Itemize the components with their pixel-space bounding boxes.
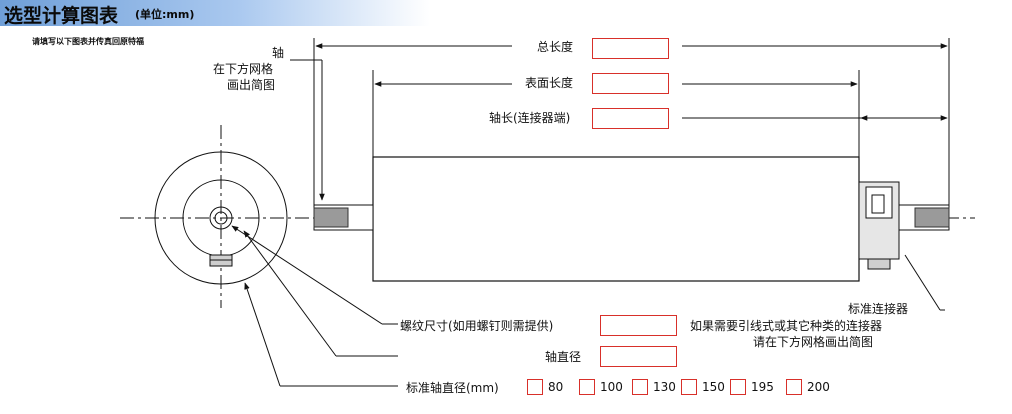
connector-label: 标准连接器 (848, 302, 909, 316)
diameter-195-label: 195 (751, 380, 774, 394)
face-length-label: 表面长度 (525, 76, 574, 90)
diameter-200-checkbox[interactable] (786, 379, 802, 395)
total-length-field[interactable] (592, 38, 669, 59)
diameter-100-checkbox[interactable] (579, 379, 595, 395)
shaft-diameter-label: 轴直径 (545, 350, 582, 364)
connector-note-line-2: 请在下方网格画出简图 (753, 335, 874, 349)
roller-body (372, 156, 860, 282)
diameter-200-label: 200 (807, 380, 830, 394)
diameter-130-label: 130 (653, 380, 676, 394)
instruction-text: 请填写以下图表并传真回原特福 (32, 37, 144, 46)
right-thread (914, 207, 950, 228)
left-thread (313, 207, 349, 228)
end-view-outer-circle (154, 151, 288, 285)
end-view-bore-circle (214, 211, 228, 225)
diameter-80-checkbox[interactable] (527, 379, 543, 395)
diameter-195-checkbox[interactable] (730, 379, 746, 395)
face-length-field[interactable] (592, 73, 669, 94)
title-bar: 选型计算图表 (单位:mm) (0, 0, 430, 27)
page-title: 选型计算图表 (4, 5, 119, 27)
diameter-150-label: 150 (702, 380, 725, 394)
connector-note-line-1: 如果需要引线式或其它种类的连接器 (690, 319, 883, 333)
total-length-label: 总长度 (537, 40, 574, 54)
shaft-note-title: 轴 (272, 46, 285, 60)
thread-size-field[interactable] (600, 315, 677, 336)
shaft-length-field[interactable] (592, 108, 669, 129)
diameter-150-checkbox[interactable] (681, 379, 697, 395)
diameter-80-label: 80 (548, 380, 564, 394)
shaft-note-line-2: 在下方网格 (213, 62, 274, 76)
shaft-note-line-3: 画出简图 (227, 78, 276, 92)
title-unit: (单位:mm) (135, 8, 195, 21)
diameter-130-checkbox[interactable] (632, 379, 648, 395)
shaft-length-label: 轴长(连接器端) (489, 111, 571, 125)
thread-size-label: 螺纹尺寸(如用螺钉则需提供) (400, 319, 554, 333)
std-shaft-diameter-label: 标准轴直径(mm) (406, 381, 499, 395)
end-view-shaft-circle (209, 206, 233, 230)
shaft-diameter-field[interactable] (600, 346, 677, 367)
diameter-100-label: 100 (600, 380, 623, 394)
